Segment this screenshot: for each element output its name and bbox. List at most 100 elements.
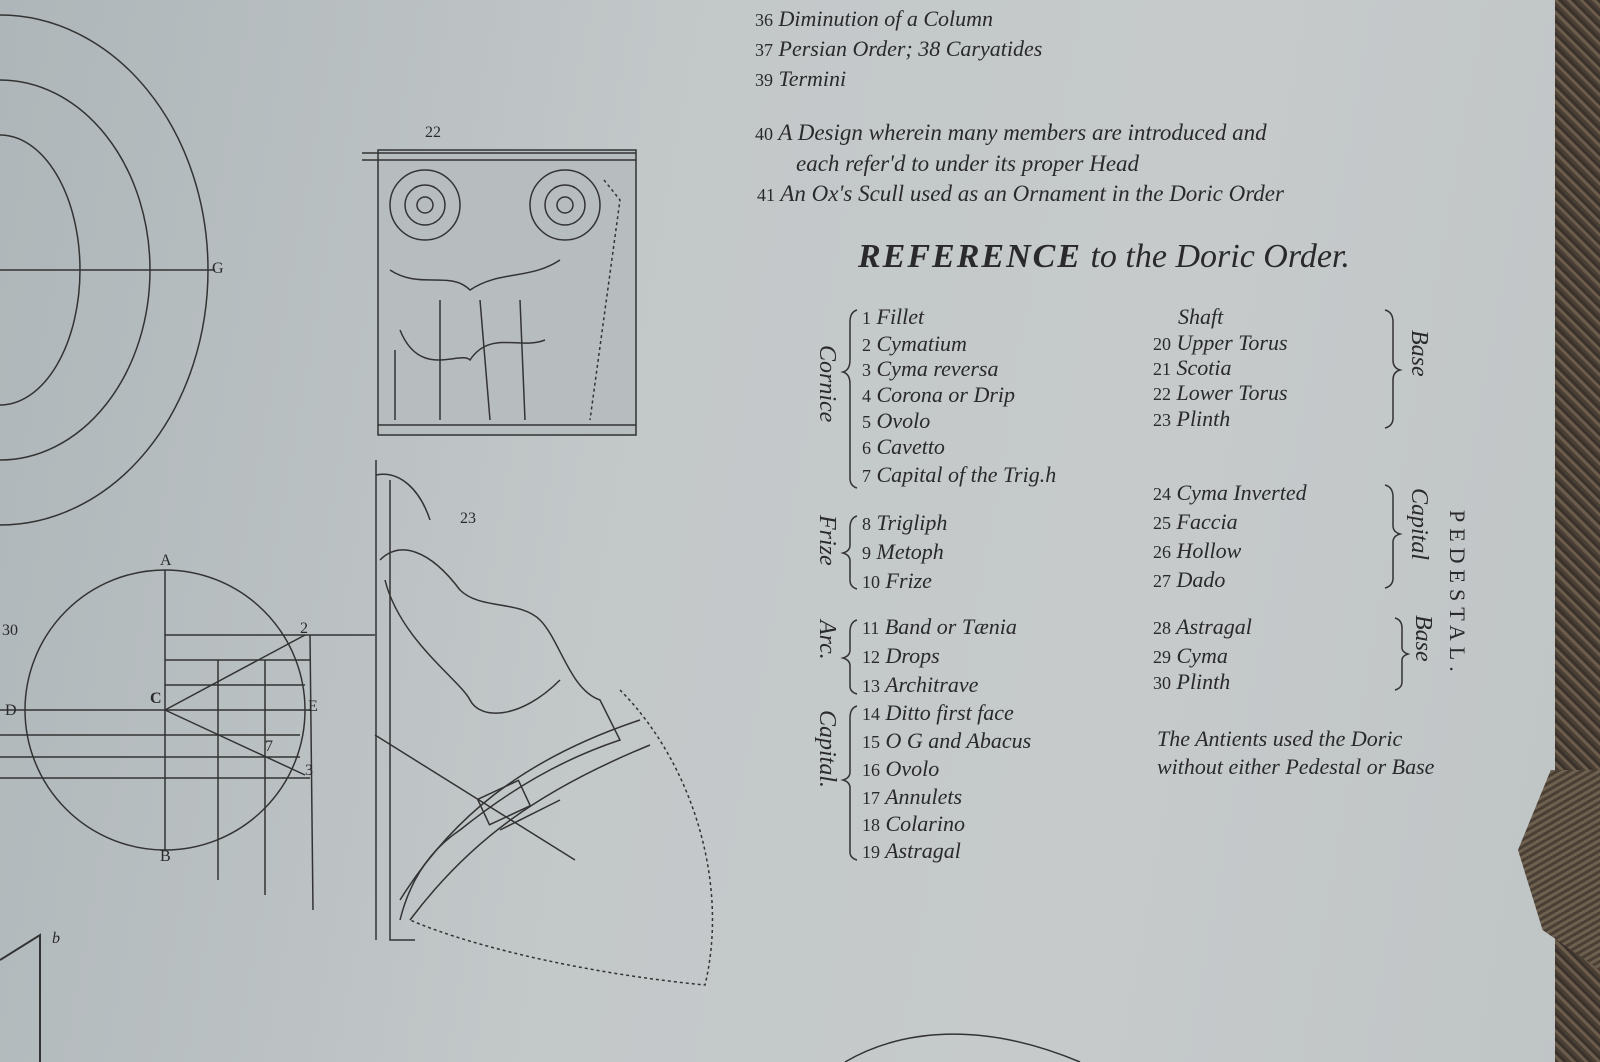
item-number: 25 (1153, 513, 1171, 533)
brace-pedestal-capital (1384, 484, 1403, 589)
brace-base (1384, 309, 1403, 429)
item-text: Architrave (885, 672, 979, 697)
doric-member-item: 23 Plinth (1153, 408, 1230, 430)
group-label-pedestal: PEDESTAL. (1445, 510, 1470, 678)
item-text: Drops (885, 643, 940, 668)
item-text: Plinth (1176, 669, 1231, 694)
item-number: 13 (862, 676, 880, 696)
item-text: Trigliph (876, 510, 948, 535)
doric-member-item: 27 Dado (1153, 569, 1225, 591)
item-number: 14 (862, 704, 880, 724)
doric-member-item: 6 Cavetto (862, 436, 945, 458)
item-text: Capital of the Trig.h (876, 462, 1057, 487)
item-text: Cyma (1176, 643, 1228, 668)
list-item-39: 39 Termini (755, 66, 847, 91)
group-label-frize: Frize (814, 515, 840, 566)
item-number: 17 (862, 788, 880, 808)
group-label-arc: Arc. (814, 620, 840, 660)
item-text: Faccia (1176, 509, 1238, 534)
brace-arc (840, 619, 858, 695)
doric-member-item: 12 Drops (862, 645, 940, 667)
note-line-2: without either Pedestal or Base (1157, 754, 1435, 779)
item-text: Frize (885, 568, 932, 593)
doric-member-item: 21 Scotia (1153, 357, 1232, 379)
list-item-36: 36 Diminution of a Column (755, 6, 994, 31)
doric-member-item: 14 Ditto first face (862, 702, 1014, 724)
doric-member-item: 9 Metoph (862, 541, 944, 563)
item-number: 8 (862, 514, 871, 534)
item-text: Annulets (885, 784, 963, 809)
point-label-e: E (308, 698, 318, 715)
point-label-c: C (150, 690, 162, 707)
item-number: 12 (862, 647, 880, 667)
figure-number-22: 22 (425, 124, 441, 141)
point-label-d: D (5, 702, 17, 719)
item-text: Lower Torus (1176, 380, 1288, 405)
item-text: Hollow (1176, 538, 1242, 563)
item-number: 19 (862, 842, 880, 862)
item-number: 11 (862, 618, 880, 638)
item-text: Metoph (876, 539, 944, 564)
brace-pedestal-base (1394, 617, 1411, 691)
item-text: Colarino (885, 811, 965, 836)
doric-member-item: 11 Band or Tænia (862, 616, 1017, 638)
doric-member-item: 18 Colarino (862, 813, 965, 835)
group-label-base: Base (1406, 330, 1432, 377)
doric-member-item: 28 Astragal (1153, 616, 1252, 638)
doric-member-item: Shaft (1178, 306, 1223, 328)
item-text: Scotia (1176, 355, 1232, 380)
doric-member-item: 24 Cyma Inverted (1153, 482, 1307, 504)
item-text: Band or Tænia (884, 614, 1017, 639)
point-label-b-small: b (52, 930, 60, 947)
item-text: Cavetto (876, 434, 945, 459)
item-text: O G and Abacus (885, 728, 1032, 753)
list-item-40-cont: each refer'd to under its proper Head (796, 151, 1140, 176)
doric-member-item: 26 Hollow (1153, 540, 1241, 562)
doric-member-item: 17 Annulets (862, 786, 962, 808)
item-number: 18 (862, 815, 880, 835)
brace-capital (840, 705, 858, 861)
brace-frize (840, 515, 858, 590)
item-number: 5 (862, 412, 871, 432)
doric-member-item: 30 Plinth (1153, 671, 1230, 693)
item-number: 7 (862, 466, 871, 486)
doric-member-item: 15 O G and Abacus (862, 730, 1031, 752)
doric-member-item: 1 Fillet (862, 306, 924, 328)
item-text: Ditto first face (885, 700, 1014, 725)
doric-member-item: 13 Architrave (862, 674, 978, 696)
item-number: 15 (862, 732, 880, 752)
item-number: 16 (862, 760, 880, 780)
doric-member-item: 8 Trigliph (862, 512, 947, 534)
doric-member-item: 29 Cyma (1153, 645, 1228, 667)
point-label-1: 2 (300, 620, 308, 637)
point-label-a: A (160, 552, 172, 569)
doric-member-item: 5 Ovolo (862, 410, 930, 432)
reference-heading: REFERENCE to the Doric Order. (858, 238, 1350, 275)
item-text: Upper Torus (1176, 330, 1288, 355)
doric-member-item: 4 Corona or Drip (862, 384, 1015, 406)
item-text: Corona or Drip (876, 382, 1016, 407)
doric-member-item: 20 Upper Torus (1153, 332, 1288, 354)
doric-member-item: 2 Cymatium (862, 333, 967, 355)
item-number: 27 (1153, 571, 1171, 591)
doric-member-item: 3 Cyma reversa (862, 358, 999, 380)
doric-member-item: 22 Lower Torus (1153, 382, 1288, 404)
item-text: Cyma Inverted (1176, 480, 1307, 505)
item-text: Cyma reversa (876, 356, 999, 381)
figure-number-23: 23 (460, 510, 476, 527)
item-number: 20 (1153, 334, 1171, 354)
point-label-b: B (160, 848, 171, 865)
list-item-37: 37 Persian Order; 38 Caryatides (755, 36, 1043, 61)
item-number: 4 (862, 386, 871, 406)
item-text: Astragal (885, 838, 961, 863)
item-text: Astragal (1176, 614, 1252, 639)
list-item-41: 41 An Ox's Scull used as an Ornament in … (757, 181, 1284, 206)
item-number: 23 (1153, 410, 1171, 430)
point-label-3: 3 (305, 762, 313, 779)
group-label-capital: Capital. (814, 710, 840, 789)
brace-cornice (840, 309, 858, 489)
point-label-7: 7 (265, 738, 273, 755)
group-label-pedestal-capital: Capital (1406, 488, 1432, 561)
item-text: Shaft (1178, 304, 1224, 329)
